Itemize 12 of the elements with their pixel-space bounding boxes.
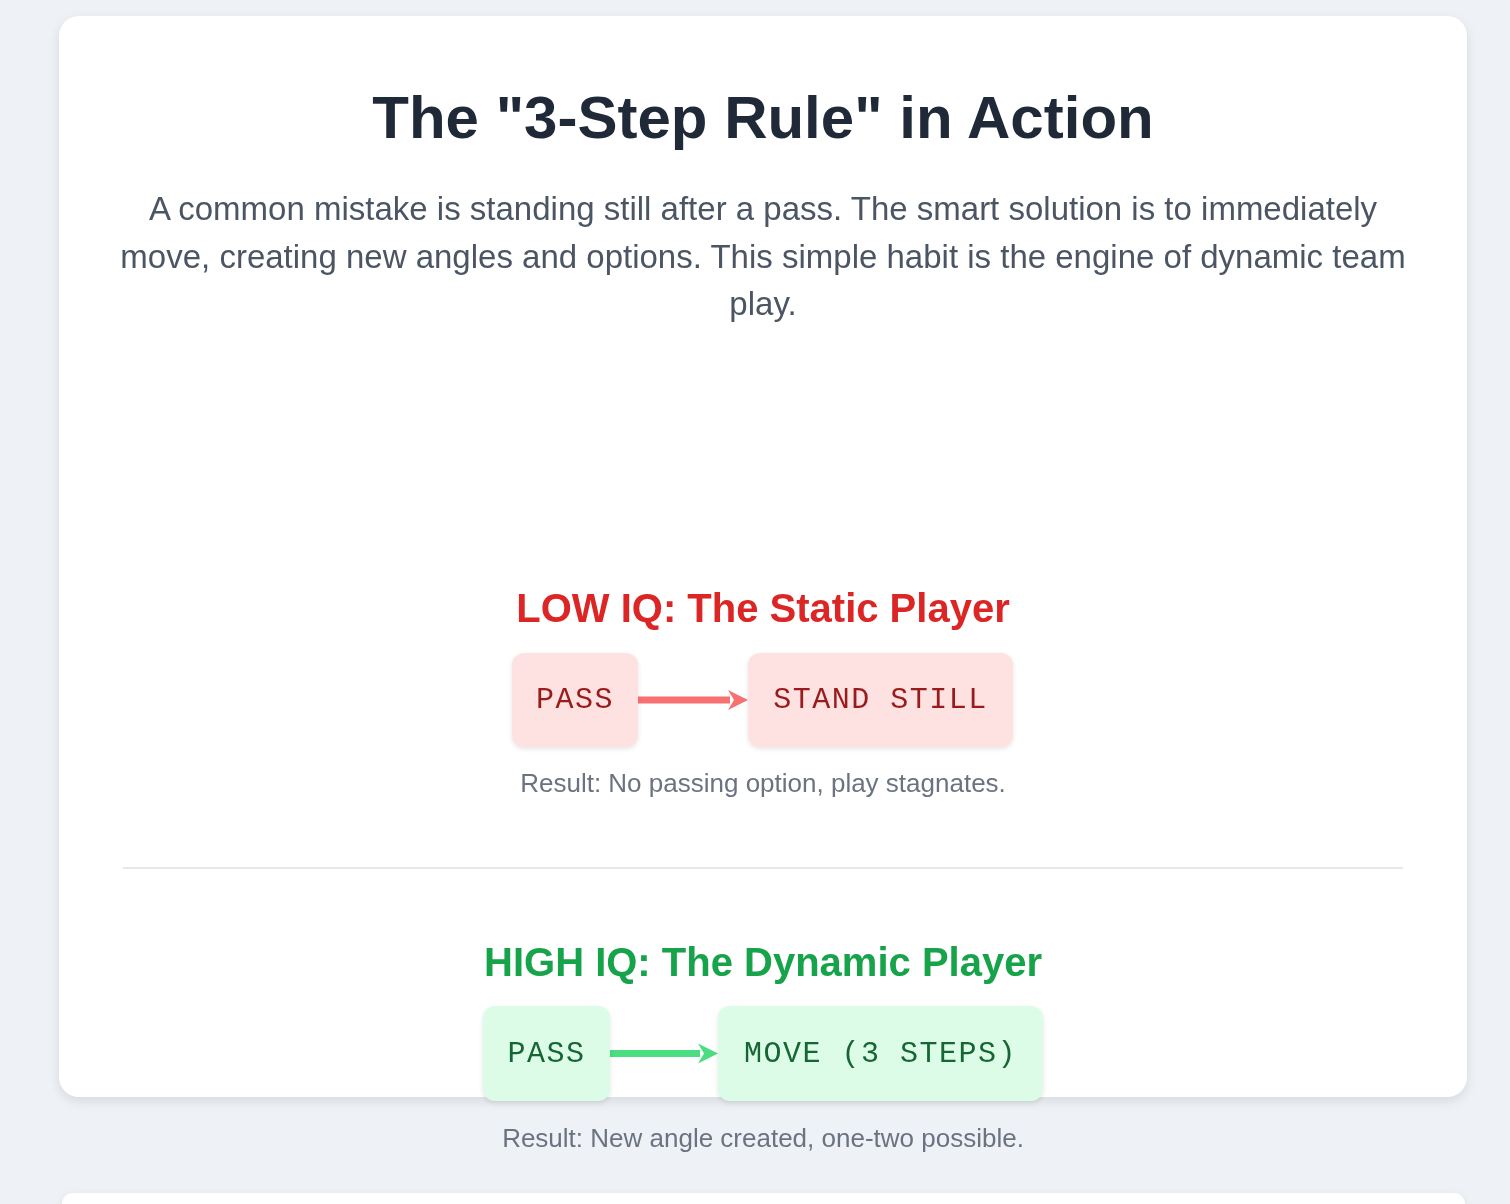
- title: The "3-Step Rule" in Action: [372, 83, 1154, 153]
- section-heading: LOW IQ: The Static Player: [516, 585, 1010, 632]
- result-text: Result: New angle created, one-two possible.: [502, 1122, 1024, 1154]
- result-text: Result: No passing option, play stagnates.: [520, 767, 1006, 799]
- section-heading: HIGH IQ: The Dynamic Player: [484, 939, 1042, 986]
- process-box: PASS: [512, 653, 638, 747]
- process-box: PASS: [483, 1006, 610, 1101]
- process-box: STAND STILL: [748, 653, 1013, 747]
- arrow: [610, 1043, 718, 1064]
- process-box: MOVE (3 STEPS): [718, 1006, 1043, 1101]
- description-text: A common mistake is standing still after a pass. The smart solution is to immediately move, creating new angles and options. This simple habit is the engine of dynamic team play.: [119, 189, 1407, 324]
- arrow: [638, 690, 748, 710]
